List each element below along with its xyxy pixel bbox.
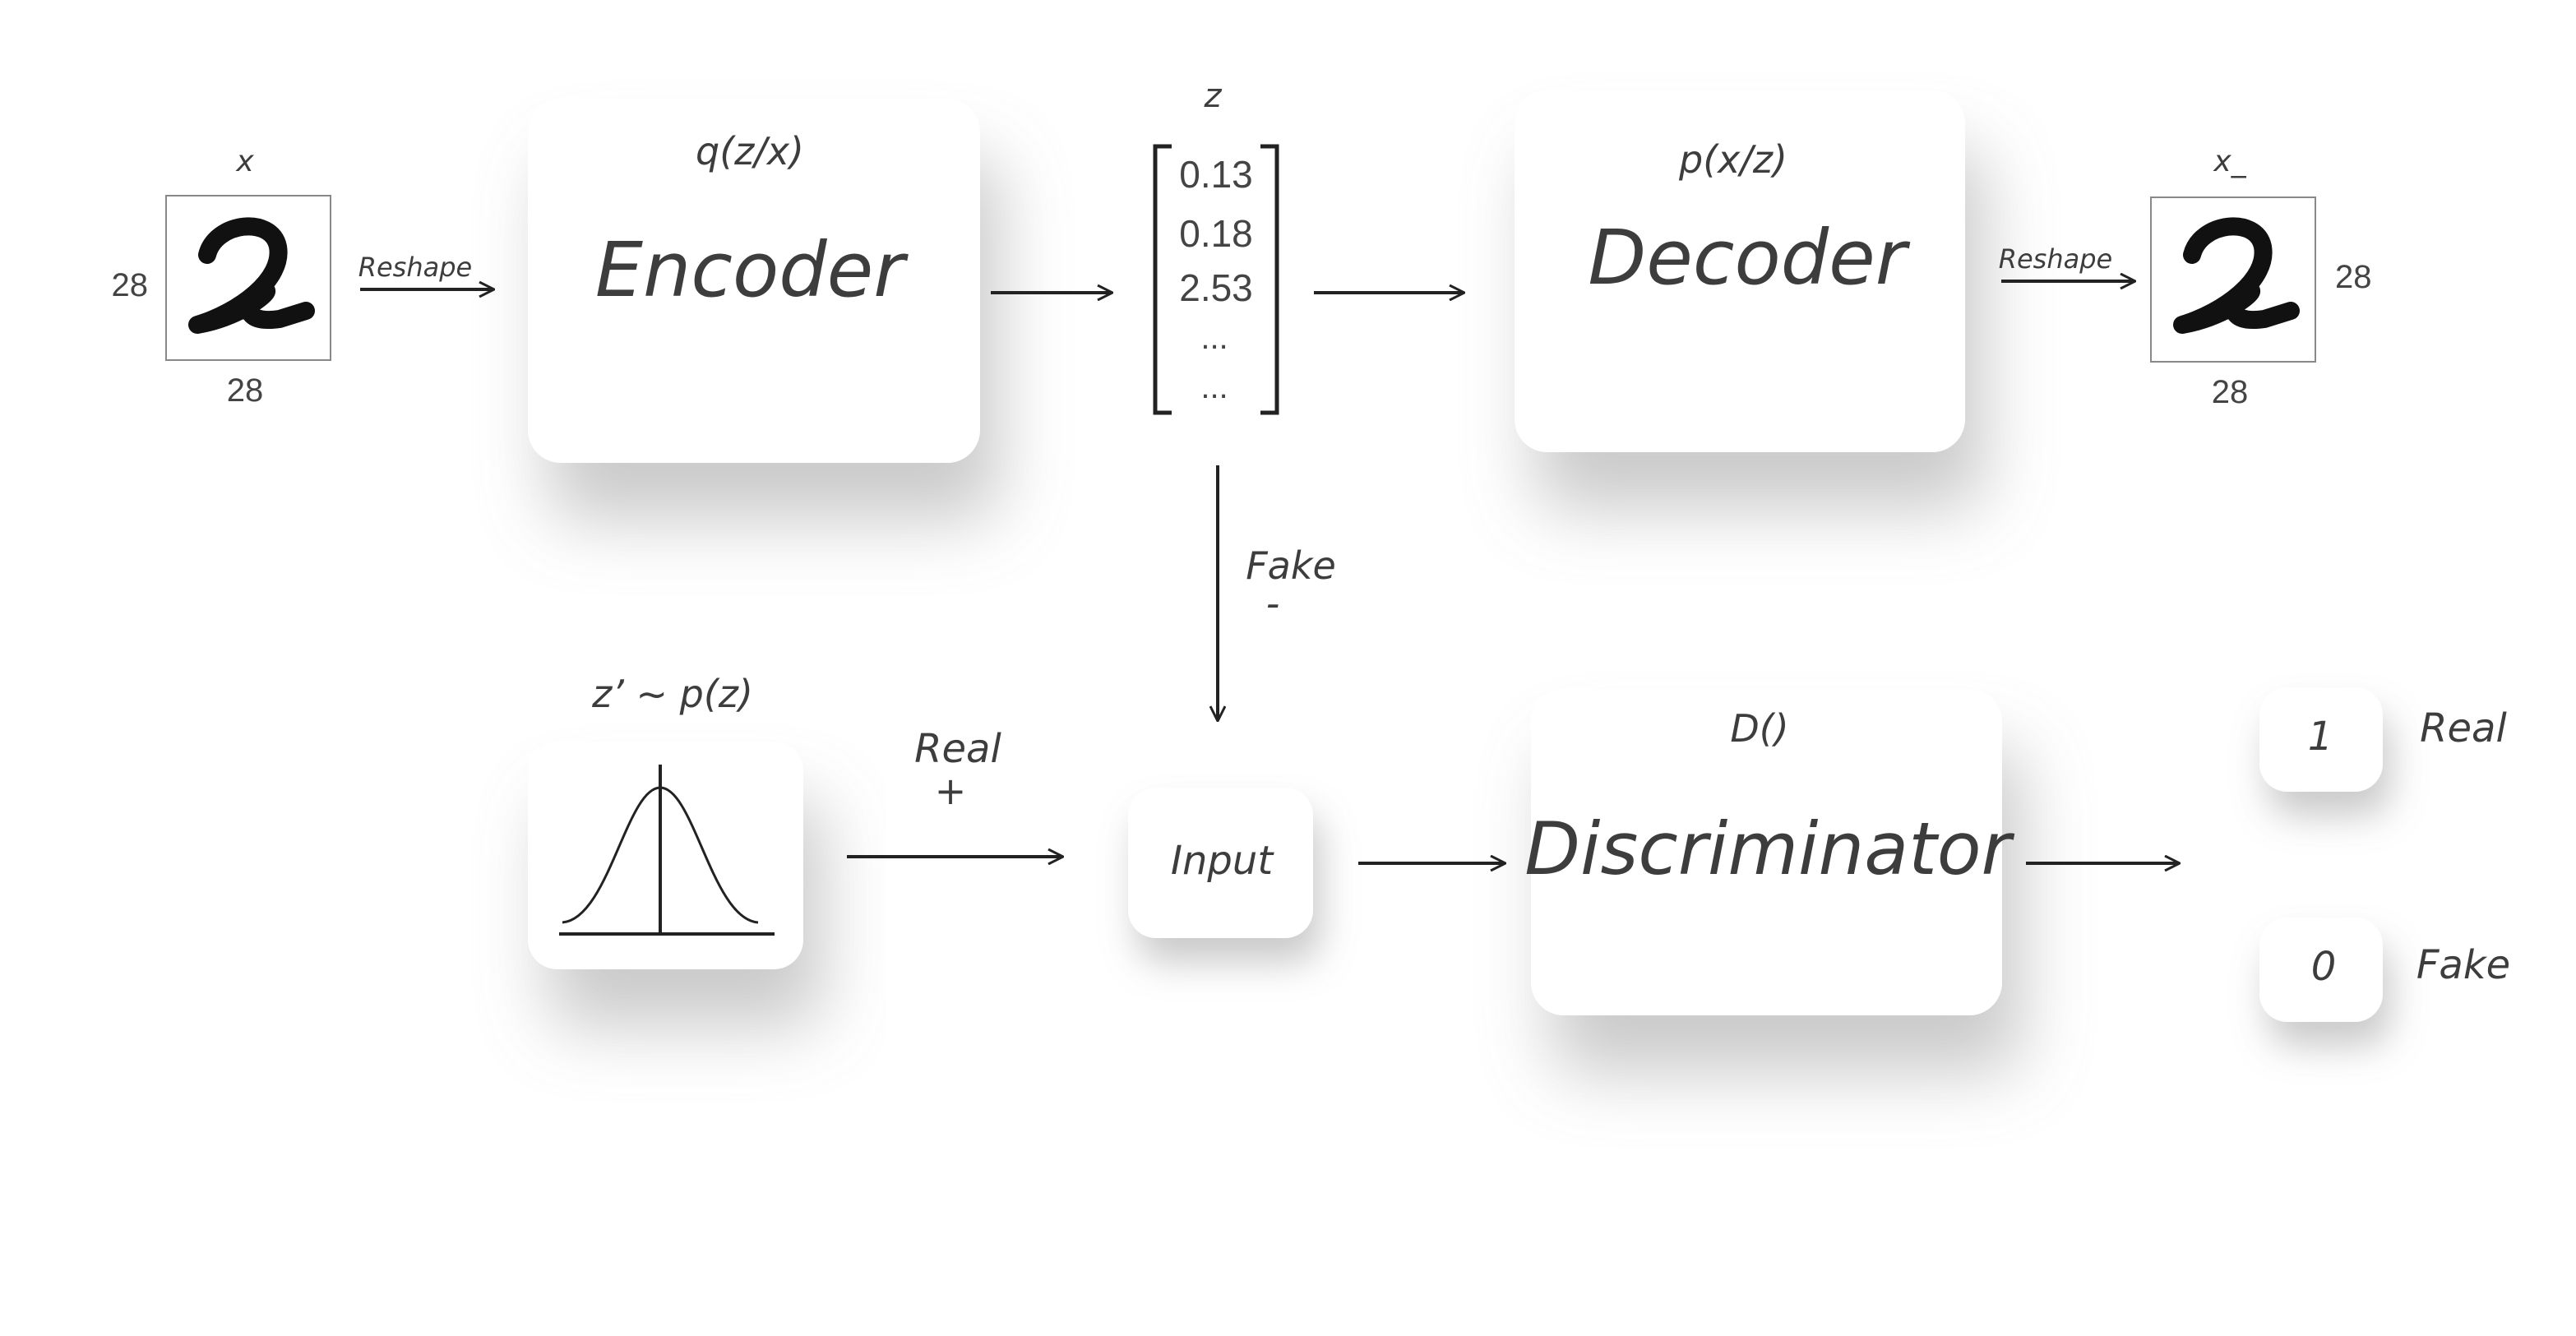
discriminator-function: D() xyxy=(1730,706,1788,751)
latent-label: z xyxy=(1204,77,1223,115)
encoder-card xyxy=(528,99,980,463)
fake-link-sign: - xyxy=(1266,581,1280,626)
discriminator-title: Discriminator xyxy=(1524,807,2014,891)
input-node-label: Input xyxy=(1171,838,1274,884)
input-image-width: 28 xyxy=(227,372,264,409)
output-real-value: 1 xyxy=(2308,714,2333,760)
real-link-label: Real xyxy=(914,726,1001,772)
input-image-height: 28 xyxy=(112,267,149,303)
latent-value: ... xyxy=(1200,369,1228,405)
discriminator-card xyxy=(1531,689,2002,1015)
input-digit-icon xyxy=(188,217,315,334)
fake-link-label: Fake xyxy=(1246,543,1336,588)
prior-card xyxy=(528,742,803,969)
input-node-card xyxy=(1128,788,1313,938)
encoder-title: Encoder xyxy=(595,226,909,314)
output-image-height: 28 xyxy=(2335,259,2372,295)
decoder-title: Decoder xyxy=(1588,214,1910,302)
latent-value: 0.13 xyxy=(1179,153,1253,196)
encoder-distribution: q(z/x) xyxy=(696,129,804,173)
input-image-label: x xyxy=(235,145,254,178)
prior-label: z’ ~ p(z) xyxy=(591,672,753,716)
latent-value: 0.18 xyxy=(1179,212,1253,255)
output-digit-icon xyxy=(2173,217,2300,334)
output-real-label: Real xyxy=(2420,705,2507,751)
output-real-card xyxy=(2259,687,2383,792)
gaussian-curve-icon xyxy=(559,765,775,936)
latent-value: ... xyxy=(1200,320,1228,356)
decoder-card xyxy=(1515,90,1965,452)
output-reshape-label: Reshape xyxy=(1999,243,2112,275)
latent-bracket-right xyxy=(1260,144,1279,415)
latent-value: 2.53 xyxy=(1179,266,1253,309)
output-fake-label: Fake xyxy=(2416,942,2510,988)
output-fake-card xyxy=(2259,918,2383,1022)
output-image-width: 28 xyxy=(2212,374,2249,410)
latent-bracket-left xyxy=(1153,144,1172,415)
output-image-label: x_ xyxy=(2213,145,2246,178)
latent-values: 0.13 0.18 2.53 ... ... xyxy=(1179,153,1253,405)
output-fake-value: 0 xyxy=(2311,944,2337,990)
real-link-sign: + xyxy=(935,769,967,813)
input-reshape-label: Reshape xyxy=(358,252,472,283)
decoder-distribution: p(x/z) xyxy=(1678,137,1787,182)
